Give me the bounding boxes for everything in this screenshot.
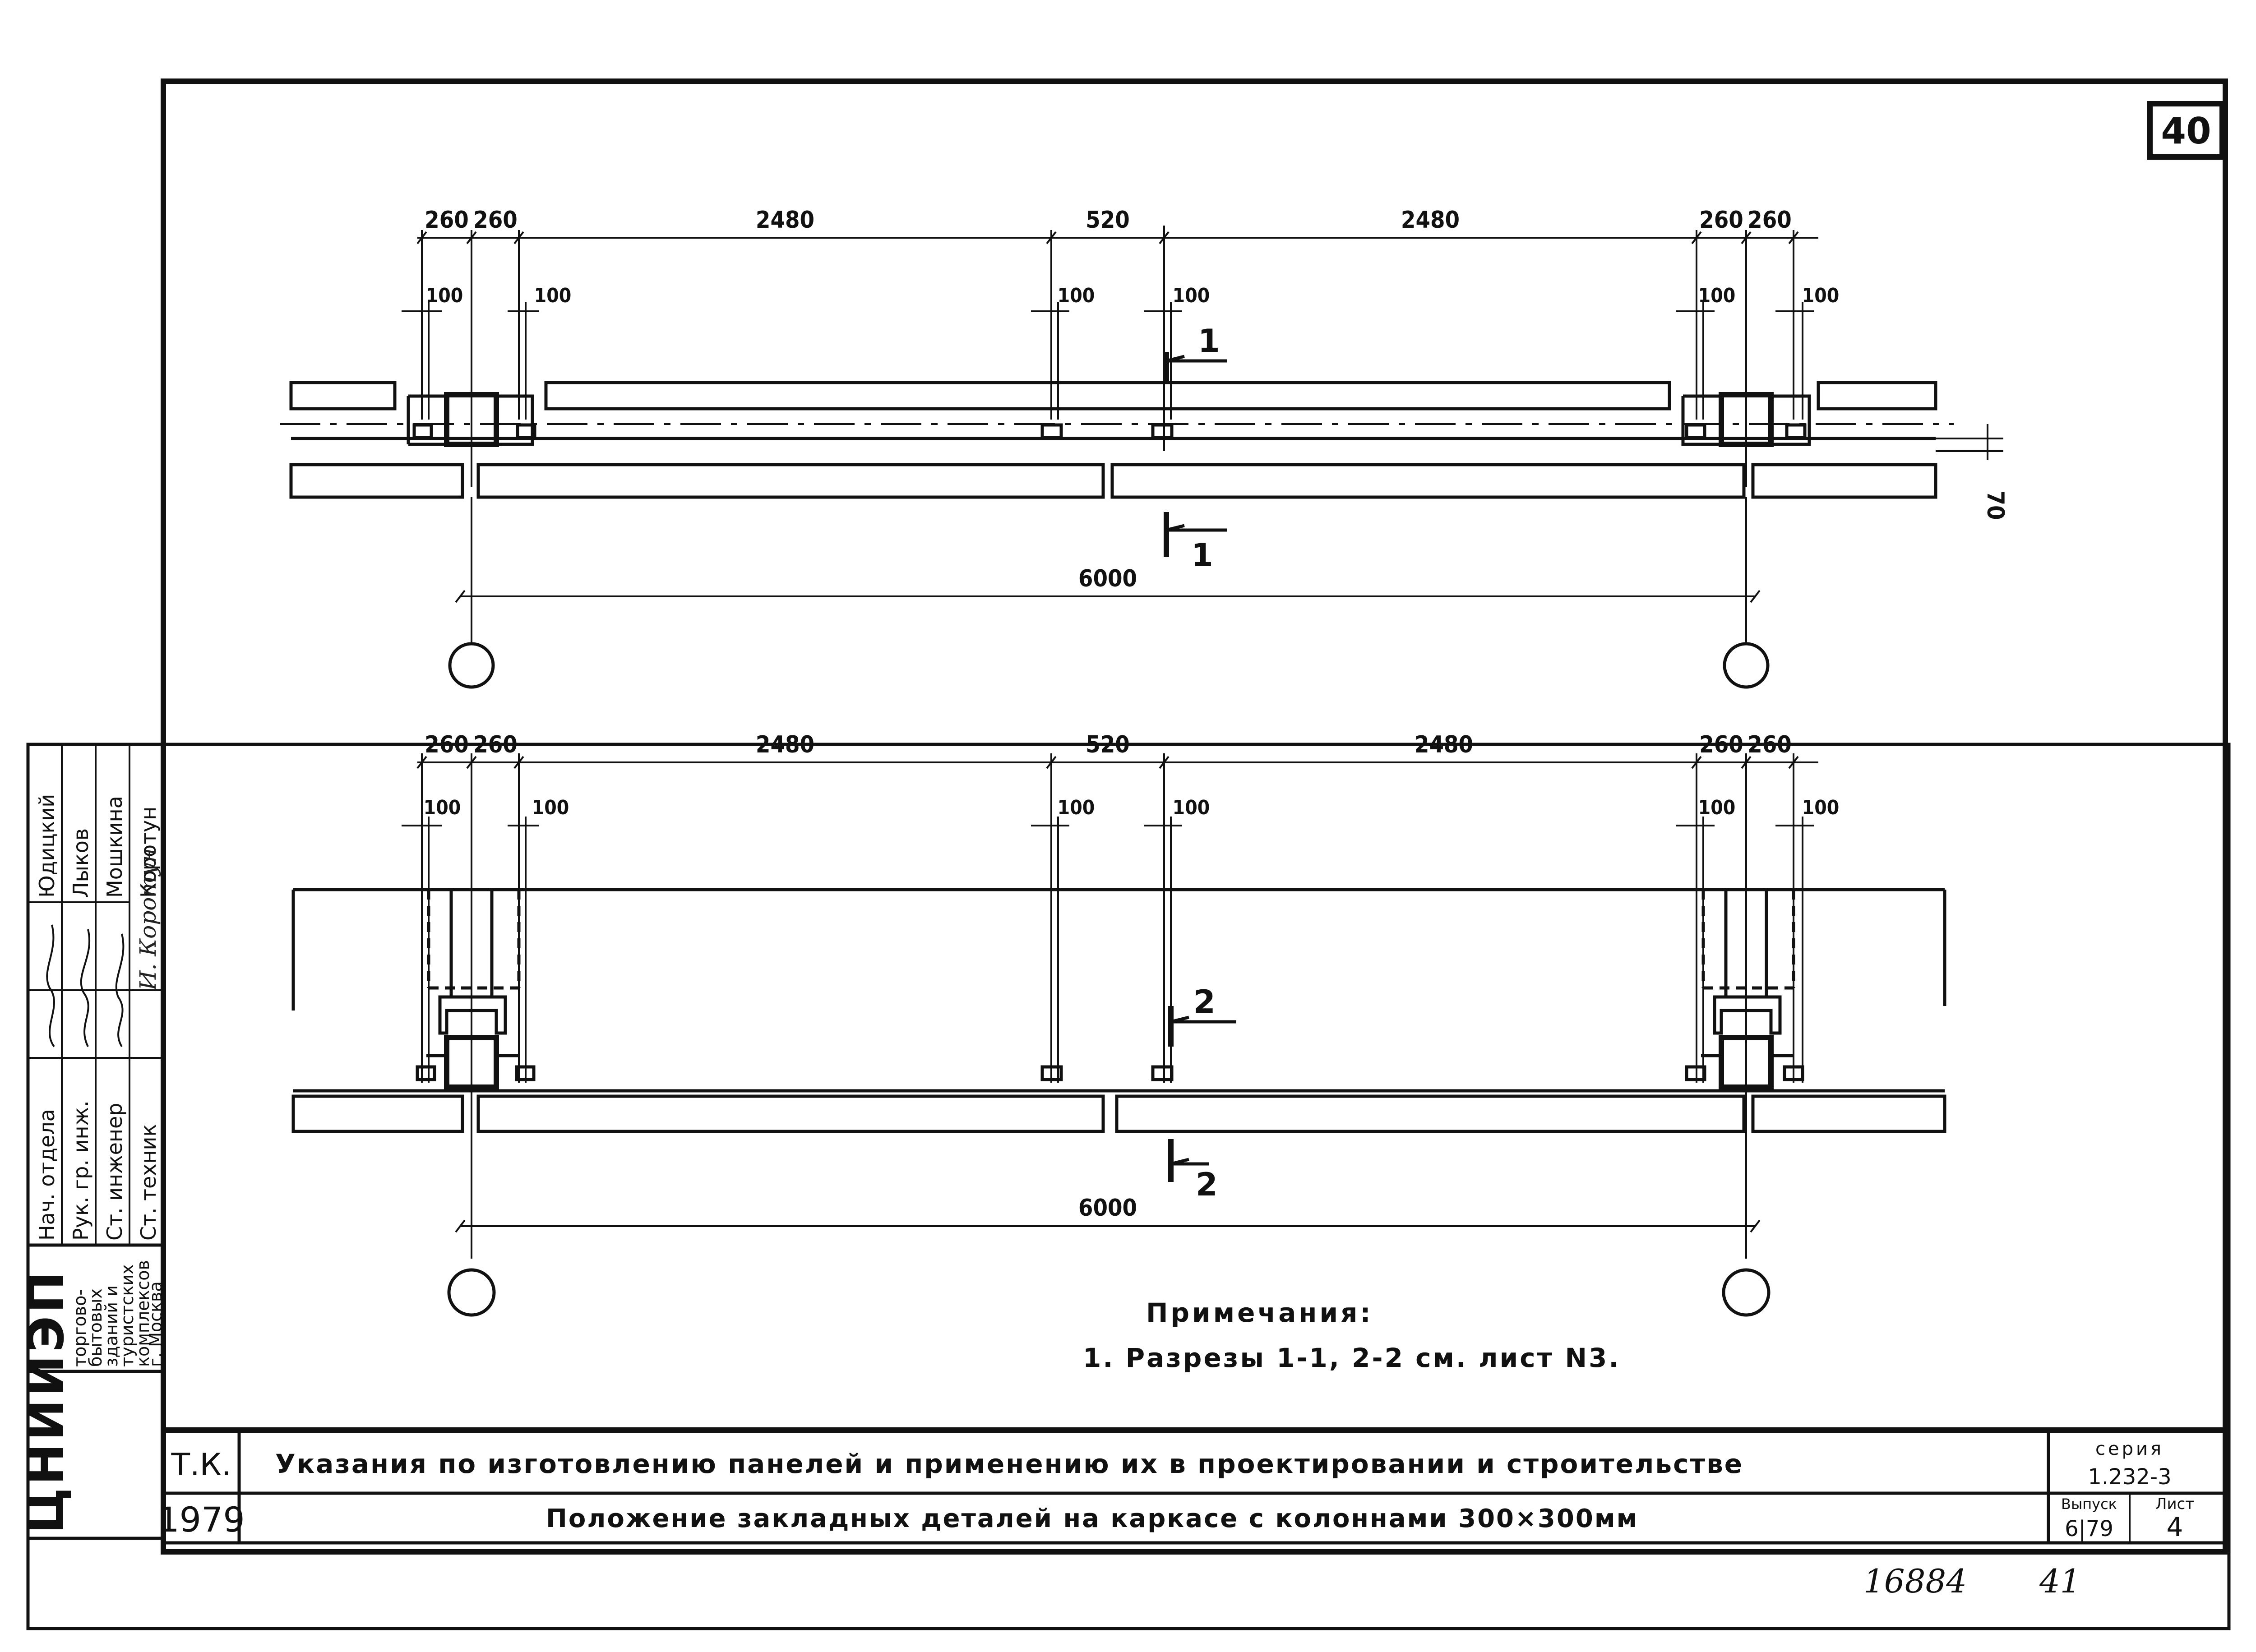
dim-100-9: 100 <box>1058 796 1095 819</box>
role-4: Ст. техник <box>136 1124 161 1241</box>
sheet-number-box <box>2147 101 2225 160</box>
dim-100-4: 100 <box>1173 284 1210 307</box>
signature-4: И. Коротун <box>135 848 161 991</box>
dim-100-5: 100 <box>1698 284 1736 307</box>
dim-260-5: 260 <box>425 731 469 758</box>
bottom-title-block: Т.К. 1979 Указания по изготовлению панел… <box>157 1427 2225 1545</box>
dim-100-12: 100 <box>1802 796 1840 819</box>
dim-100-11: 100 <box>1698 796 1736 819</box>
org-line-3: зданий и <box>102 1285 121 1367</box>
notes-item-1: 1. Разрезы 1-1, 2-2 см. лист N3. <box>1083 1343 1620 1373</box>
grid-axis-marker <box>448 642 495 689</box>
signature-3 <box>115 933 125 1047</box>
sheet-label: Лист <box>2155 1495 2194 1513</box>
plan-top: 260 260 2480 520 2480 260 260 100 100 10… <box>280 207 2009 689</box>
left-stamp: Нач. отдела Рук. гр. инж. Ст. инженер Ст… <box>17 743 166 1540</box>
org-line-6: г. Москва <box>146 1281 166 1367</box>
org-line-2: бытовых <box>86 1288 106 1367</box>
dim-260-8: 260 <box>1747 731 1792 758</box>
role-2: Рук. гр. инж. <box>69 1100 93 1241</box>
signature-2 <box>80 929 91 1047</box>
grid-axis-marker <box>447 1268 496 1317</box>
series-value: 1.232-3 <box>2088 1464 2171 1490</box>
org-line-5: комплексов <box>133 1260 153 1367</box>
sub-title: Положение закладных деталей на каркасе с… <box>546 1504 1638 1533</box>
dim-2480-4: 2480 <box>1415 731 1473 758</box>
dim-260-3: 260 <box>1699 207 1743 234</box>
dim-100-6: 100 <box>1802 284 1840 307</box>
dim-260-2: 260 <box>473 207 518 234</box>
dim-100-3: 100 <box>1058 284 1095 307</box>
sheet-value: 4 <box>2167 1512 2183 1542</box>
org-line-1: торгово- <box>70 1289 90 1367</box>
sheet-number: 40 <box>2161 110 2211 152</box>
dim-100-7: 100 <box>424 796 461 819</box>
dim-100-1: 100 <box>426 284 463 307</box>
tk-label: Т.К. <box>171 1447 231 1483</box>
plan-bottom: 260 260 2480 520 2480 260 260 100 100 10… <box>291 731 1946 1317</box>
dim-260-4: 260 <box>1747 207 1792 234</box>
series-label: серия <box>2095 1439 2164 1459</box>
grid-axis-marker <box>1723 642 1770 689</box>
name-1: Юдицкий <box>35 794 59 898</box>
section-label-2b: 2 <box>1196 1166 1218 1203</box>
name-2: Лыков <box>69 828 93 898</box>
dim-6000-top: 6000 <box>1078 565 1137 592</box>
dim-520: 520 <box>1086 207 1130 234</box>
year-label: 1979 <box>157 1500 245 1540</box>
dim-2480-3: 2480 <box>756 731 814 758</box>
signature-1 <box>46 924 55 1047</box>
dim-2480-1: 2480 <box>756 207 814 234</box>
org-logo: ЦНИИЭП <box>17 1269 75 1534</box>
role-3: Ст. инженер <box>102 1103 127 1241</box>
dim-2480-2: 2480 <box>1401 207 1460 234</box>
issue-value: 6|79 <box>2065 1516 2113 1541</box>
name-4: Коротун <box>136 807 161 898</box>
notes-title: Примечания: <box>1146 1297 1373 1328</box>
page-number-handwritten: 41 <box>2039 1562 2081 1600</box>
section-label-2a: 2 <box>1193 983 1216 1020</box>
dim-520-2: 520 <box>1086 731 1130 758</box>
outer-frame <box>26 743 2231 1630</box>
dim-100-2: 100 <box>534 284 572 307</box>
archive-number: 16884 <box>1863 1562 1967 1600</box>
dim-260-1: 260 <box>425 207 469 234</box>
issue-label: Выпуск <box>2061 1495 2117 1513</box>
main-title: Указания по изготовлению панелей и приме… <box>275 1449 1743 1479</box>
dim-6000-bottom: 6000 <box>1078 1195 1137 1222</box>
section-label-1b: 1 <box>1191 537 1213 574</box>
dim-260-7: 260 <box>1699 731 1743 758</box>
dim-260-6: 260 <box>473 731 518 758</box>
org-line-4: туристских <box>117 1264 137 1367</box>
section-label-1a: 1 <box>1198 323 1220 360</box>
dim-100-8: 100 <box>532 796 569 819</box>
grid-axis-marker <box>1722 1268 1771 1317</box>
dim-100-10: 100 <box>1173 796 1210 819</box>
role-1: Нач. отдела <box>35 1109 59 1241</box>
name-3: Мошкина <box>102 796 127 898</box>
dim-70: 70 <box>1982 490 2009 520</box>
